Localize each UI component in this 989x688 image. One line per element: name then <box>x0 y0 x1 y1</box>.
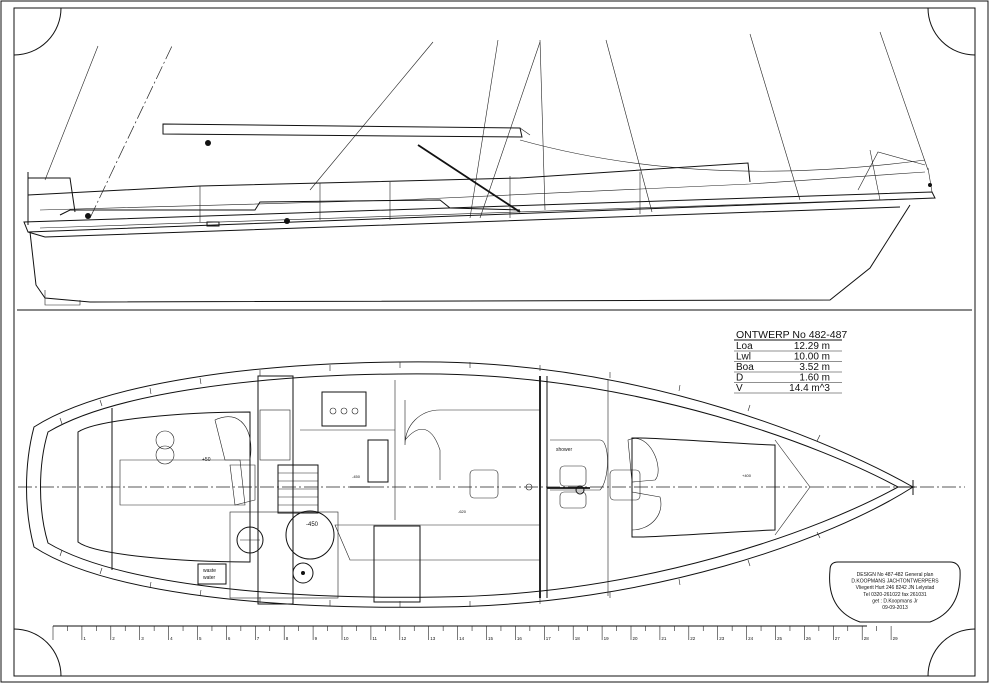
spec-row-label: D <box>736 373 743 384</box>
waste-water-label-2: water <box>203 575 216 581</box>
spec-row-value: 3.52 m <box>799 362 830 373</box>
scale-tick-label: 13 <box>430 636 436 641</box>
level-label-minus450b: -450 <box>352 474 361 479</box>
scale-tick-label: 1 <box>83 636 86 641</box>
gunwale-ticks <box>59 362 821 607</box>
level-label-plus50: +50 <box>202 457 211 463</box>
scale-tick-label: 12 <box>401 636 407 641</box>
scale-tick-label: 18 <box>575 636 581 641</box>
spec-row-label: V <box>736 383 743 394</box>
scale-tick-label: 9 <box>315 636 318 641</box>
scale-tick-label: 22 <box>690 636 696 641</box>
level-label-minus450: -450 <box>306 522 319 528</box>
side-profile-view <box>23 31 936 306</box>
spec-row-label: Loa <box>736 341 753 352</box>
spec-row-value: 1.60 m <box>799 373 830 384</box>
scale-tick-label: 28 <box>864 636 870 641</box>
scale-tick-label: 17 <box>546 636 552 641</box>
scale-tick-label: 2 <box>112 636 115 641</box>
scale-tick-label: 24 <box>748 636 754 641</box>
scale-tick-label: 19 <box>604 636 610 641</box>
title-block-line: D.KOOPMANS JACHTONTWERPERS <box>851 579 939 585</box>
scale-tick-label: 14 <box>459 636 465 641</box>
deck-plan-view: shower waste water +50 -450 -450 -620 +4… <box>18 361 965 608</box>
spec-row-label: Boa <box>736 362 754 373</box>
spec-row-label: Lwl <box>736 352 751 363</box>
scale-tick-label: 20 <box>633 636 639 641</box>
spec-row-value: 12.29 m <box>794 341 830 352</box>
scale-tick-label: 4 <box>170 636 173 641</box>
spec-row-value: 10.00 m <box>794 352 830 363</box>
waste-water-label-1: waste <box>203 568 216 574</box>
spec-row-value: 14.4 m^3 <box>789 383 830 394</box>
title-block-line: Tel 0320-261022 fax 261031 <box>863 592 927 598</box>
scale-tick-label: 23 <box>719 636 725 641</box>
level-label-plus400: +400 <box>742 473 752 478</box>
scale-tick-label: 7 <box>257 636 260 641</box>
shower-label: shower <box>556 447 572 453</box>
title-block-line: DESIGN No 487-482 General plan <box>857 572 934 578</box>
spec-table-title: ONTWERP No 482-487 <box>736 329 847 341</box>
scale-tick-label: 26 <box>806 636 812 641</box>
scale-tick-label: 8 <box>286 636 289 641</box>
scale-tick-label: 6 <box>228 636 231 641</box>
title-block-line: Vliegerit Hurt 246 8242 JN Lelystad <box>856 585 935 591</box>
scale-tick-label: 29 <box>893 636 899 641</box>
title-block: DESIGN No 487-482 General planD.KOOPMANS… <box>829 561 961 623</box>
title-block-line: get : D.Koopmans Jr <box>872 598 918 604</box>
scale-tick-label: 11 <box>372 636 377 641</box>
spec-table: ONTWERP No 482-487 Loa 12.29 m Lwl 10.00 m B… <box>734 329 847 394</box>
title-block-line: 09-09-2013 <box>882 605 908 611</box>
level-label-minus620: -620 <box>458 509 467 514</box>
scale-tick-label: 21 <box>661 636 667 641</box>
scale-tick-label: 15 <box>488 636 494 641</box>
scale-tick-label: 27 <box>835 636 841 641</box>
scale-tick-label: 5 <box>199 636 202 641</box>
scale-tick-label: 25 <box>777 636 783 641</box>
scale-tick-label: 16 <box>517 636 523 641</box>
scale-tick-label: 10 <box>344 636 350 641</box>
scale-tick-label: 3 <box>141 636 144 641</box>
